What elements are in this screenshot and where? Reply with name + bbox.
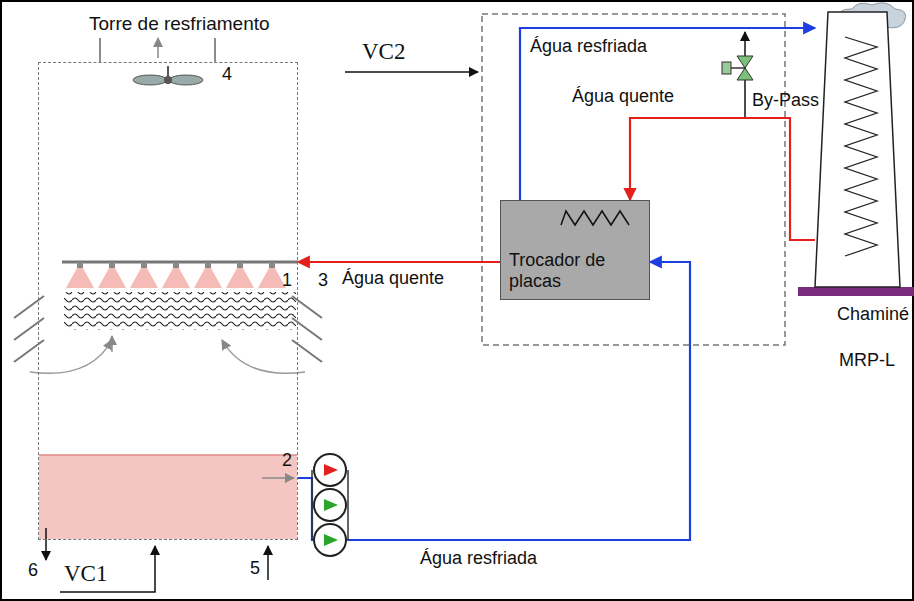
exchanger-label: Trocador de placas — [509, 250, 609, 293]
callout-number: 4 — [222, 64, 232, 86]
fan — [133, 66, 203, 85]
pipe-label: Água resfriada — [420, 548, 537, 570]
pipe — [520, 28, 815, 200]
pipe-label: Água quente — [572, 86, 674, 108]
plate-exchanger: Trocador de placas — [500, 200, 650, 300]
tower-title: Torre de resfriamento — [89, 13, 270, 36]
louvers — [14, 296, 322, 362]
pipe — [298, 262, 690, 540]
pipe-label: Água quente — [338, 268, 448, 290]
chimney-tag: MRP-L — [839, 350, 895, 372]
bypass-label: By-Pass — [752, 90, 819, 112]
control-volume-label: VC2 — [362, 38, 405, 66]
exchanger-coil — [501, 201, 651, 241]
water-basin — [39, 455, 297, 539]
cooling-tower: Torre de resfriamento — [38, 62, 298, 540]
callout-number: 5 — [250, 558, 260, 580]
pipe — [630, 118, 815, 240]
air-flow — [30, 336, 305, 373]
bypass-valve — [722, 32, 753, 118]
callout-number: 3 — [318, 270, 328, 292]
fill-packing — [64, 292, 296, 330]
pipe — [298, 261, 500, 263]
spray-nozzles — [66, 262, 286, 288]
control-volume — [482, 14, 785, 345]
control-volume-label: VC1 — [64, 560, 107, 588]
chimney: ChaminéMRP-L — [815, 12, 900, 287]
chimney-base — [798, 287, 914, 296]
callout-number: 6 — [28, 560, 38, 582]
callout-number: 2 — [282, 450, 292, 472]
chimney-shape — [815, 12, 900, 287]
chimney-label: Chaminé — [837, 304, 909, 326]
callout-number: 1 — [282, 270, 292, 292]
pipe-label: Água resfriada — [530, 36, 647, 58]
